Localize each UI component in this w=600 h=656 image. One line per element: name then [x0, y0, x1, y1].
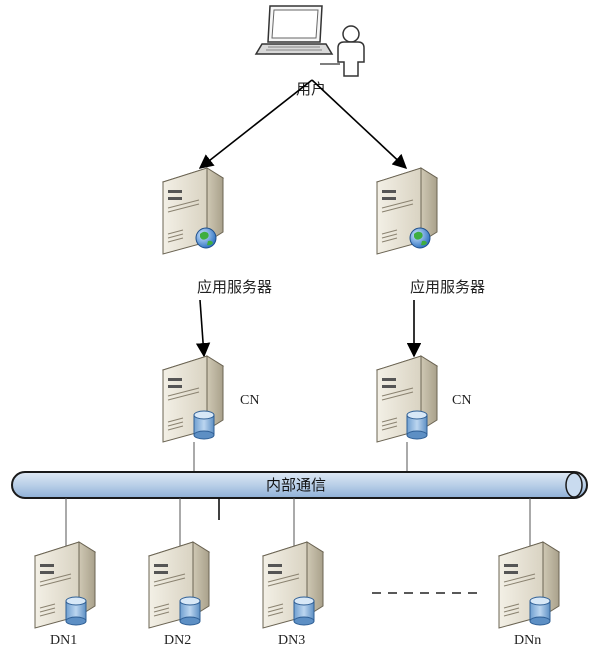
- app-server-2-label: 应用服务器: [410, 278, 485, 296]
- person-icon: [320, 25, 365, 77]
- app-server-1-label: 应用服务器: [197, 278, 272, 296]
- dn-node-1: DN1: [34, 541, 96, 648]
- app-server-1: 应用服务器: [162, 167, 272, 296]
- database-icon: [179, 596, 201, 626]
- user-label: 用户: [296, 80, 326, 98]
- dn-node-2: DN2: [148, 541, 210, 648]
- arrow-user-to-app-server-1: [198, 79, 313, 169]
- web-server-icon: [195, 227, 217, 249]
- cn-node-1: CN: [162, 355, 259, 443]
- laptop-icon: [254, 5, 334, 55]
- database-icon: [65, 596, 87, 626]
- dn-node-n: DNn: [498, 541, 560, 648]
- app-server-2: 应用服务器: [376, 167, 485, 296]
- bus-label: 内部通信: [266, 476, 326, 494]
- dn-node-n-label: DNn: [514, 633, 541, 648]
- database-icon: [293, 596, 315, 626]
- cn-node-2: CN: [376, 355, 471, 443]
- dn-node-2-label: DN2: [164, 633, 191, 648]
- cn-node-2-label: CN: [452, 393, 471, 408]
- arrow-user-to-app-server-2: [311, 79, 408, 169]
- web-server-icon: [409, 227, 431, 249]
- dn-node-1-label: DN1: [50, 633, 77, 648]
- cn-node-1-label: CN: [240, 393, 259, 408]
- arrow-app-to-cn-1: [195, 299, 211, 358]
- database-icon: [406, 410, 428, 440]
- dn-node-3: DN3: [262, 541, 324, 648]
- internal-communication-bus: 内部通信: [11, 471, 588, 499]
- database-icon: [529, 596, 551, 626]
- dn-node-3-label: DN3: [278, 633, 305, 648]
- user-node: 用户: [254, 5, 365, 98]
- database-icon: [193, 410, 215, 440]
